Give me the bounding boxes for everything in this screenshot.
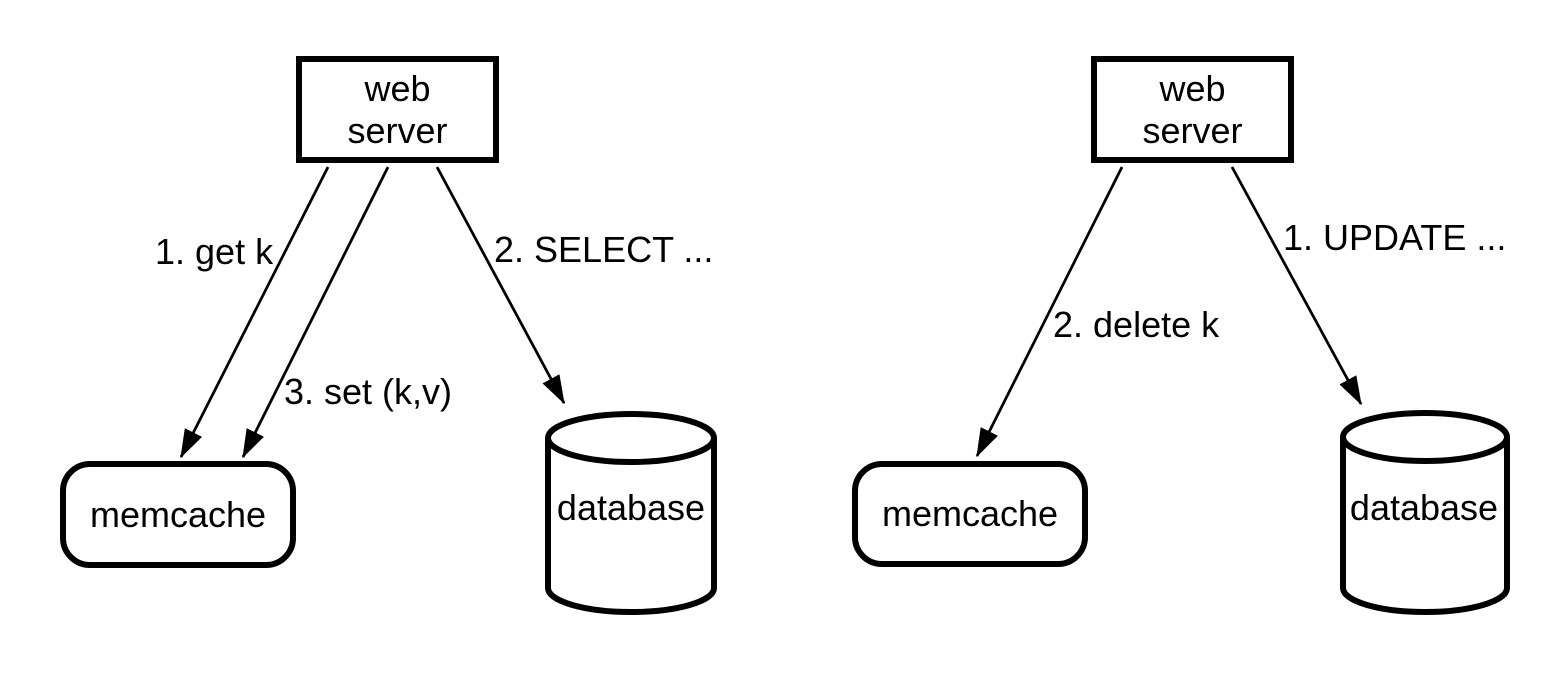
edge-label-get-k: 1. get k (155, 231, 274, 272)
right-database-cylinder (1340, 410, 1510, 615)
left-web-server-node: web server (296, 56, 499, 163)
right-memcache-node: memcache (852, 461, 1088, 567)
arrow-set-kv (241, 166, 390, 459)
edge-label-delete-k: 2. delete k (1053, 304, 1220, 345)
edge-label-update: 1. UPDATE ... (1283, 217, 1507, 258)
arrow-delete-k (975, 166, 1124, 458)
arrow-select (435, 166, 566, 405)
left-database-cylinder (545, 411, 717, 615)
right-web-server-node: web server (1091, 56, 1294, 163)
right-database-label: database (1349, 486, 1499, 528)
arrow-get-k (179, 166, 330, 459)
edge-label-select: 2. SELECT ... (494, 229, 714, 270)
edge-label-set-kv: 3. set (k,v) (284, 371, 453, 412)
left-database-label: database (556, 486, 706, 528)
left-memcache-node: memcache (60, 461, 296, 568)
arrow-update (1230, 166, 1363, 406)
